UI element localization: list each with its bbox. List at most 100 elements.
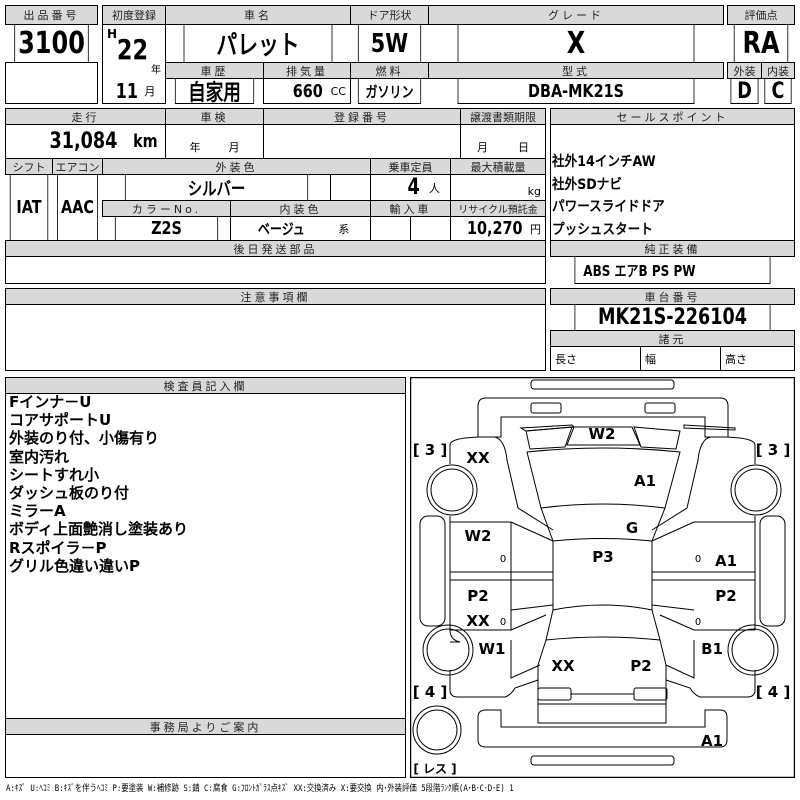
damage-marks: W2 XX A1 G W2 0 P3 0 A1 P2 XX 0 P2 0 W1 …	[465, 425, 738, 750]
interior-score: C	[764, 78, 792, 104]
grade-label: グレード	[428, 5, 724, 25]
ext-color: シルバー	[124, 174, 309, 201]
later-parts	[5, 256, 546, 284]
reg-no	[263, 124, 461, 159]
first-reg-label: 初度登録	[102, 5, 166, 25]
era: H	[107, 27, 118, 41]
exterior-label: 外装	[727, 62, 762, 79]
recycle-unit: 円	[530, 222, 541, 236]
ext-color-extra	[330, 174, 371, 201]
mileage-unit: km	[133, 131, 158, 152]
month: 11	[115, 78, 138, 103]
tire-front-right: [ 3 ]	[756, 441, 791, 459]
spec-width: 幅	[640, 346, 721, 371]
spec-height: 高さ	[720, 346, 795, 371]
recycle-value: 10,270	[466, 218, 523, 239]
inspector-note: 室内汚れ	[9, 447, 70, 466]
mark-roof: P3	[592, 548, 613, 566]
import-cell-2	[410, 216, 451, 241]
mark-roof-front: W2	[589, 425, 616, 443]
inspector-note: ミラーA	[9, 502, 66, 521]
sales-point: パワースライドドア	[552, 199, 665, 215]
model-label: 型式	[428, 62, 724, 79]
mark-windshield: G	[626, 519, 638, 537]
office-label: 事務局よりご案内	[5, 718, 406, 735]
ext-color-label: 外装色	[102, 158, 371, 175]
mark-front-left-door: W2	[465, 527, 492, 545]
history-label: 車歴	[165, 62, 264, 79]
lot-number: 3100	[14, 24, 89, 63]
sales-points-label: セールスポイント	[550, 108, 795, 125]
inspector-note: ボディ上面艶消し塗装あり	[9, 520, 188, 539]
inspection-label: 車検	[165, 108, 264, 125]
capacity-value: 4	[407, 175, 420, 200]
tire-rear-left: [ 4 ]	[413, 683, 448, 701]
displacement-value: 660	[292, 80, 323, 102]
equipment: ABS エアB PS PW	[574, 256, 771, 284]
sales-point: 社外14インチAW	[552, 154, 656, 170]
inspection-year-unit: 年	[189, 141, 201, 154]
sales-point: プッシュスタート	[552, 221, 653, 238]
score-label: 評価点	[727, 5, 795, 25]
inspector-note: コアサポートU	[9, 411, 112, 430]
exterior-score: D	[730, 78, 759, 104]
tire-depths: [ 3 ] [ 3 ] [ 4 ] [ 4 ] [ レス ]	[413, 441, 791, 776]
color-no-label: カラーNo.	[102, 200, 231, 217]
car-name-label: 車名	[165, 5, 351, 25]
mark-back-door-right: P2	[630, 657, 651, 675]
capacity-label: 乗車定員	[370, 158, 451, 175]
capacity-unit: 人	[429, 181, 440, 195]
int-color-label: 内装色	[230, 200, 371, 217]
chassis-label: 車台番号	[550, 288, 795, 305]
spec-length: 長さ	[550, 346, 641, 371]
inspector-note: グリル色違い違いP	[9, 556, 140, 575]
chassis-number: MK21S-226104	[574, 304, 771, 331]
notes	[5, 304, 546, 371]
transfer-month-unit: 月	[477, 141, 488, 154]
mark-rear-left-door-2: XX	[466, 612, 490, 630]
transfer-label: 譲渡書類期限	[460, 108, 546, 125]
inspector-note: Fインナ－U	[9, 393, 92, 411]
mark-rear-left-door: P2	[467, 587, 488, 605]
car-outline	[410, 377, 795, 778]
transfer-day-unit: 日	[518, 141, 529, 154]
transfer-date: 月日	[460, 124, 546, 159]
model-code: DBA-MK21S	[457, 78, 695, 104]
mark-rear-bumper: A1	[701, 732, 723, 750]
history: 自家用	[174, 78, 255, 104]
later-parts-label: 後日発送部品	[5, 240, 546, 257]
fuel: ガソリン	[357, 78, 422, 104]
year-unit: 年	[151, 65, 161, 76]
inspector-note: シートすれ小	[9, 465, 100, 484]
mark-front-right-door: A1	[715, 552, 737, 570]
lot-empty	[5, 62, 98, 104]
mark-front-left-fender: XX	[466, 449, 490, 467]
mark-small: 0	[500, 617, 506, 628]
sales-points-list: 社外14インチAW 社外SDナビ パワースライドドア プッシュスタート	[552, 151, 665, 241]
mileage-label: 走行	[5, 108, 166, 125]
car-name: パレット	[183, 24, 333, 63]
inspection-date: 年月	[165, 124, 264, 159]
mark-small: 0	[695, 554, 701, 565]
mark-back-door-left: XX	[551, 657, 575, 675]
shift: IAT	[9, 174, 49, 241]
mark-small: 0	[500, 554, 506, 565]
grade: X	[457, 24, 695, 63]
office-box	[5, 734, 406, 778]
mark-rear-left-fender: W1	[479, 640, 506, 658]
max-load-label: 最大積載量	[450, 158, 546, 175]
year: 22	[116, 33, 149, 66]
mark-rear-right-door: P2	[715, 587, 736, 605]
displacement-label: 排気量	[263, 62, 351, 79]
int-color-value: ベージュ	[257, 220, 305, 238]
int-color-unit: 系	[338, 222, 350, 236]
door-type: 5W	[357, 24, 422, 63]
specs-label: 諸元	[550, 330, 795, 347]
mark-hood: A1	[634, 472, 656, 490]
recycle-label: リサイクル預託金	[450, 200, 546, 217]
inspection-month-unit: 月	[228, 141, 240, 154]
